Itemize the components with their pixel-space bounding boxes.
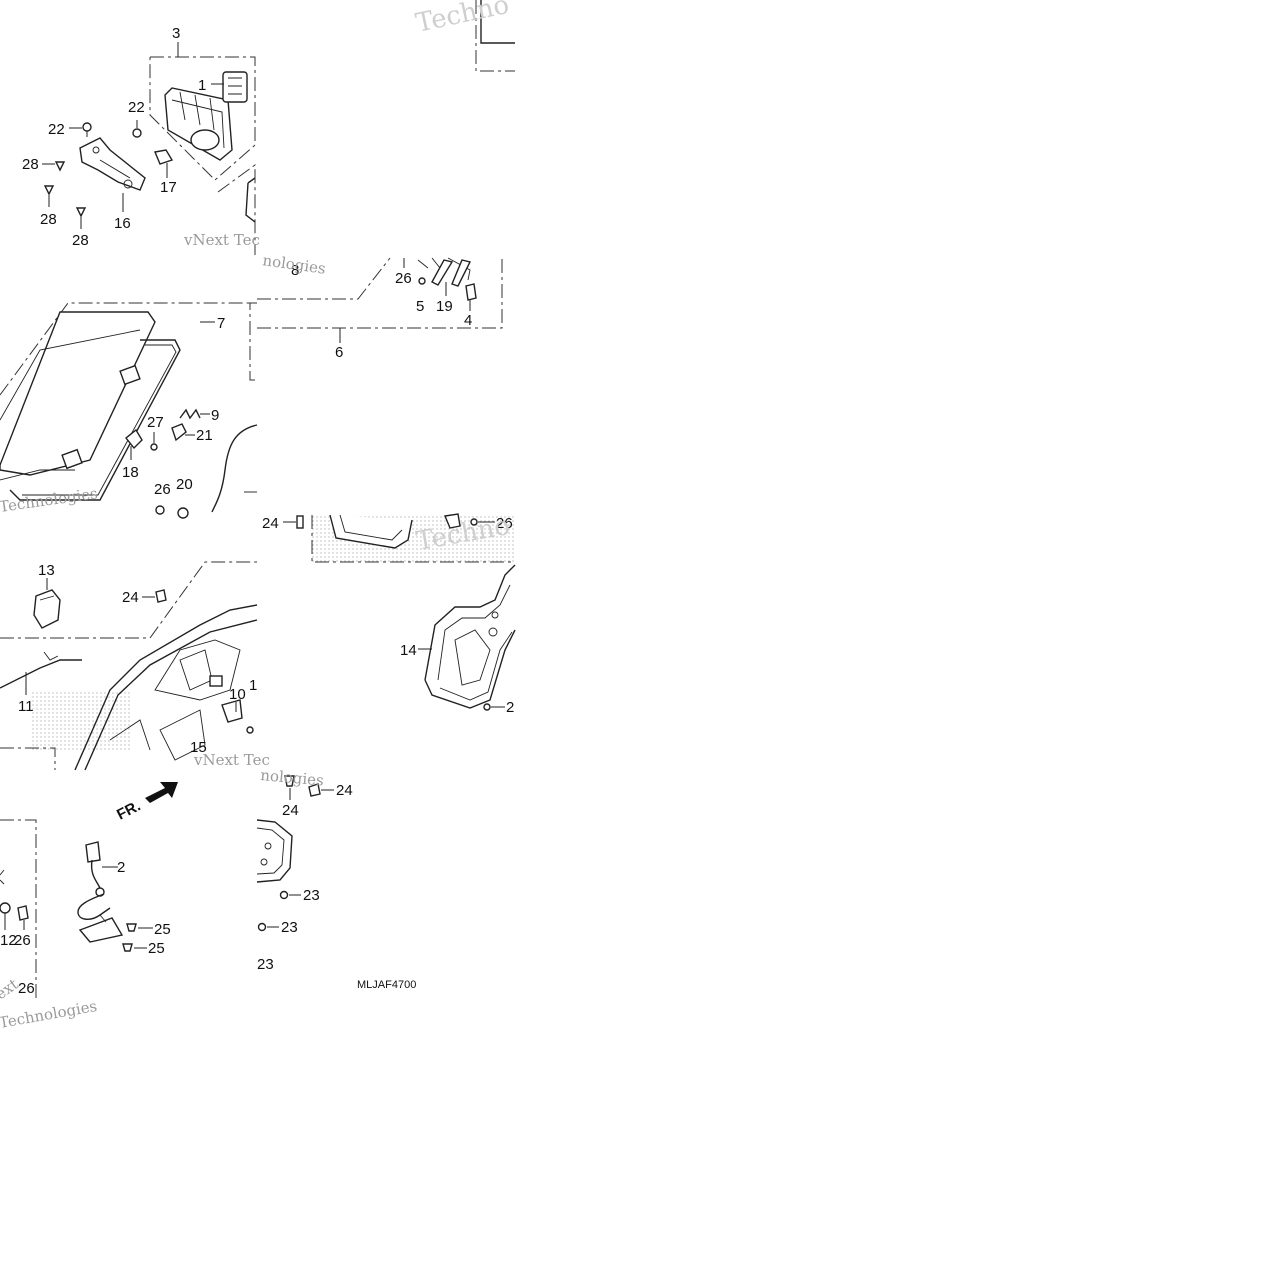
latch-parts: [417, 257, 477, 301]
callout-23: 23: [257, 956, 274, 973]
callout-14: 14: [400, 642, 417, 659]
callout-4: 4: [464, 312, 472, 329]
callout-1-partial: 1: [249, 677, 257, 694]
clip: [308, 783, 321, 797]
callout-24: 24: [122, 589, 139, 606]
switch: [33, 589, 61, 629]
bolt: [82, 122, 92, 137]
watermark: vNext Tec: [193, 751, 270, 769]
callout-24: 24: [336, 782, 353, 799]
garnish: [256, 819, 293, 883]
callout-10: 10: [229, 686, 246, 703]
bracket: [79, 137, 146, 191]
callout-28: 28: [72, 232, 89, 249]
callout-26: 26: [154, 481, 171, 498]
fastener: [75, 207, 87, 218]
nut: [279, 890, 289, 900]
callout-26: 26: [14, 932, 31, 949]
callout-22: 22: [48, 121, 65, 138]
callout-2-partial: 2: [506, 699, 514, 716]
front-arrow: FR.: [114, 782, 178, 824]
callout-1: 1: [198, 77, 206, 94]
pin: [171, 423, 187, 442]
callout-17: 17: [160, 179, 177, 196]
tile-bottom-middle: FR. 2 25 25: [77, 782, 178, 957]
tile-top-middle: Techno 8 nologies 26 5 19 4 6: [257, 0, 515, 361]
inner-housing: [74, 604, 258, 771]
callout-5: 5: [416, 298, 424, 315]
tile-bottom-right: nologies 24 24 23 23 23 MLJAF4700: [256, 766, 416, 991]
callout-23: 23: [303, 887, 320, 904]
tile-middle-strip: 24 26 Techno: [262, 511, 515, 563]
spring: [179, 408, 201, 420]
callout-2: 2: [117, 859, 125, 876]
bolt: [132, 120, 142, 138]
callout-15: 15: [190, 739, 207, 756]
callout-18: 18: [122, 464, 139, 481]
callout-26: 26: [395, 270, 412, 287]
callout-26: 26: [18, 980, 35, 997]
diagram-code: MLJAF4700: [357, 979, 416, 991]
outer-trim: [424, 564, 516, 709]
watermark: Techno: [413, 0, 512, 39]
actuator-motor: [164, 71, 248, 161]
callout-25: 25: [148, 940, 165, 957]
watermark: Technologies: [0, 997, 98, 1032]
callout-13: 13: [38, 562, 55, 579]
clip: [284, 775, 295, 787]
callout-28: 28: [22, 156, 39, 173]
front-label: FR.: [114, 797, 143, 823]
clip: [155, 589, 167, 603]
tile-top-left: 3 1 22 22 28 28 28 16 17 vNext Tec: [22, 25, 260, 255]
cable: [211, 424, 258, 513]
tile-middle-left: 7 9 21 27 18 26 20 Technologies: [0, 302, 258, 519]
callout-16: 16: [114, 215, 131, 232]
callout-12: 12: [0, 932, 17, 949]
nut: [483, 703, 491, 711]
washer: [150, 443, 158, 451]
watermark: nologies: [260, 766, 325, 789]
callout-8: 8: [291, 262, 299, 279]
bolt: [122, 943, 133, 952]
callout-11: 11: [18, 698, 34, 715]
callout-26: 26: [496, 515, 513, 532]
callout-3: 3: [172, 25, 180, 42]
clip: [154, 149, 174, 165]
tile-bottom-left: 12 26 26 ext Technologies: [0, 819, 98, 1032]
callout-9: 9: [211, 407, 219, 424]
callout-7: 7: [217, 315, 225, 332]
clip: [125, 428, 143, 450]
cable: [0, 659, 82, 689]
callout-19: 19: [436, 298, 453, 315]
callout-24: 24: [282, 802, 299, 819]
watermark: vNext Tec: [183, 231, 260, 249]
fastener: [43, 185, 55, 196]
lid-panel: [0, 311, 181, 501]
callout-25: 25: [154, 921, 171, 938]
fastener: [54, 161, 66, 172]
callout-6: 6: [335, 344, 343, 361]
callout-21: 21: [196, 427, 213, 444]
callout-24: 24: [262, 515, 279, 532]
tile-center-right: 14 2: [400, 564, 516, 716]
tile-center-left: 13 24 11 10 1 15 vNext Tec: [0, 561, 270, 771]
callout-28: 28: [40, 211, 57, 228]
watermark: Technologies: [0, 484, 99, 516]
callout-27: 27: [147, 414, 164, 431]
callout-23: 23: [281, 919, 298, 936]
callout-20: 20: [176, 476, 193, 493]
bolt: [126, 923, 137, 932]
callout-22: 22: [128, 99, 145, 116]
nut: [257, 922, 267, 932]
wire-harness: [77, 841, 124, 943]
